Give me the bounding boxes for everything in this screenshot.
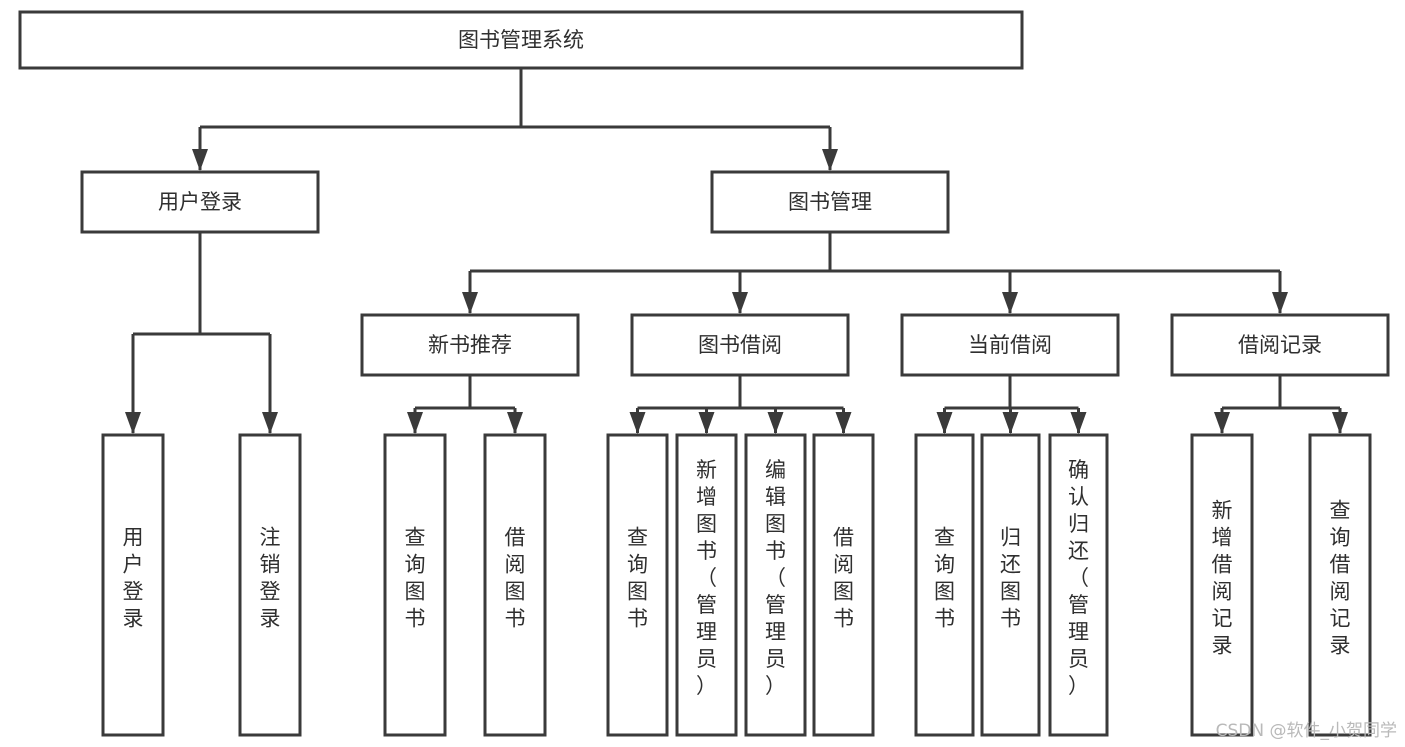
node-box — [101, 433, 165, 737]
node-box — [900, 313, 1120, 377]
node-label: 确认归还（管理员） — [1068, 458, 1089, 698]
node-box — [812, 433, 875, 737]
arrow-head-icon — [1070, 412, 1087, 434]
node-label: 借阅图书 — [505, 526, 526, 631]
node-box — [606, 433, 669, 737]
node-box — [914, 433, 975, 737]
node-br-add-record[interactable]: 新增借阅记录 — [1190, 433, 1254, 737]
arrow-head-icon — [507, 412, 523, 434]
node-box — [1048, 433, 1109, 737]
node-cb-confirm-return[interactable]: 确认归还（管理员） — [1048, 433, 1109, 737]
connector-layer — [125, 68, 1348, 434]
node-box — [238, 433, 302, 737]
arrow-head-icon — [698, 412, 715, 434]
node-label: 归还图书 — [1000, 526, 1021, 631]
arrow-head-icon — [462, 292, 478, 314]
node-box — [1308, 433, 1372, 737]
node-label: 图书管理系统 — [458, 28, 584, 52]
node-current-borrow[interactable]: 当前借阅 — [900, 313, 1120, 377]
node-box — [360, 313, 580, 377]
arrow-head-icon — [767, 412, 784, 434]
node-label: 查询图书 — [934, 526, 955, 631]
node-layer: 图书管理系统用户登录图书管理用户登录注销登录新书推荐查询图书借阅图书图书借阅查询… — [18, 10, 1390, 737]
arrow-head-icon — [1332, 412, 1348, 434]
node-user-login-do[interactable]: 用户登录 — [101, 433, 165, 737]
node-label: 新增图书（管理员） — [696, 458, 717, 698]
csdn-watermark: CSDN @软件_小贺同学 — [1215, 721, 1397, 741]
node-label: 借阅记录 — [1238, 333, 1322, 357]
node-label: 查询图书 — [405, 526, 426, 631]
node-box — [630, 313, 850, 377]
arrow-head-icon — [1214, 412, 1230, 434]
node-label: 用户登录 — [158, 190, 242, 214]
node-label: 注销登录 — [260, 526, 281, 631]
node-bb-edit-book[interactable]: 编辑图书（管理员） — [744, 433, 807, 737]
arrow-head-icon — [125, 412, 141, 434]
arrow-head-icon — [835, 412, 852, 434]
node-box — [18, 10, 1024, 70]
node-box — [1190, 433, 1254, 737]
arrow-head-icon — [732, 292, 748, 314]
node-book-borrow[interactable]: 图书借阅 — [630, 313, 850, 377]
node-box — [710, 170, 950, 234]
arrow-head-icon — [1272, 292, 1288, 314]
node-label: 用户登录 — [123, 526, 144, 631]
node-br-query-record[interactable]: 查询借阅记录 — [1308, 433, 1372, 737]
node-label: 新增借阅记录 — [1212, 499, 1233, 658]
node-box — [483, 433, 547, 737]
node-root[interactable]: 图书管理系统 — [18, 10, 1024, 70]
node-new-book-recommend[interactable]: 新书推荐 — [360, 313, 580, 377]
node-cb-query-book[interactable]: 查询图书 — [914, 433, 975, 737]
arrow-head-icon — [629, 412, 646, 434]
node-user-login[interactable]: 用户登录 — [80, 170, 320, 234]
node-label: 查询借阅记录 — [1330, 499, 1351, 658]
node-bb-borrow-book[interactable]: 借阅图书 — [812, 433, 875, 737]
node-nb-query-book[interactable]: 查询图书 — [383, 433, 447, 737]
arrow-head-icon — [407, 412, 423, 434]
arrow-head-icon — [936, 412, 953, 434]
node-label: 当前借阅 — [968, 333, 1052, 357]
node-bb-query-book[interactable]: 查询图书 — [606, 433, 669, 737]
node-user-logout[interactable]: 注销登录 — [238, 433, 302, 737]
node-box — [80, 170, 320, 234]
node-box — [675, 433, 738, 737]
node-label: 新书推荐 — [428, 333, 512, 357]
node-label: 图书借阅 — [698, 333, 782, 357]
arrow-head-icon — [192, 149, 208, 171]
node-label: 借阅图书 — [833, 526, 854, 631]
arrow-head-icon — [1002, 412, 1019, 434]
node-box — [383, 433, 447, 737]
node-box — [980, 433, 1041, 737]
node-book-management[interactable]: 图书管理 — [710, 170, 950, 234]
arrow-head-icon — [1002, 292, 1018, 314]
node-label: 图书管理 — [788, 190, 872, 214]
node-box — [1170, 313, 1390, 377]
node-box — [744, 433, 807, 737]
node-label: 编辑图书（管理员） — [765, 458, 786, 698]
node-bb-add-book[interactable]: 新增图书（管理员） — [675, 433, 738, 737]
node-borrow-record[interactable]: 借阅记录 — [1170, 313, 1390, 377]
arrow-head-icon — [822, 149, 838, 171]
node-nb-borrow-book[interactable]: 借阅图书 — [483, 433, 547, 737]
node-label: 查询图书 — [627, 526, 648, 631]
arrow-head-icon — [262, 412, 278, 434]
node-cb-return-book[interactable]: 归还图书 — [980, 433, 1041, 737]
